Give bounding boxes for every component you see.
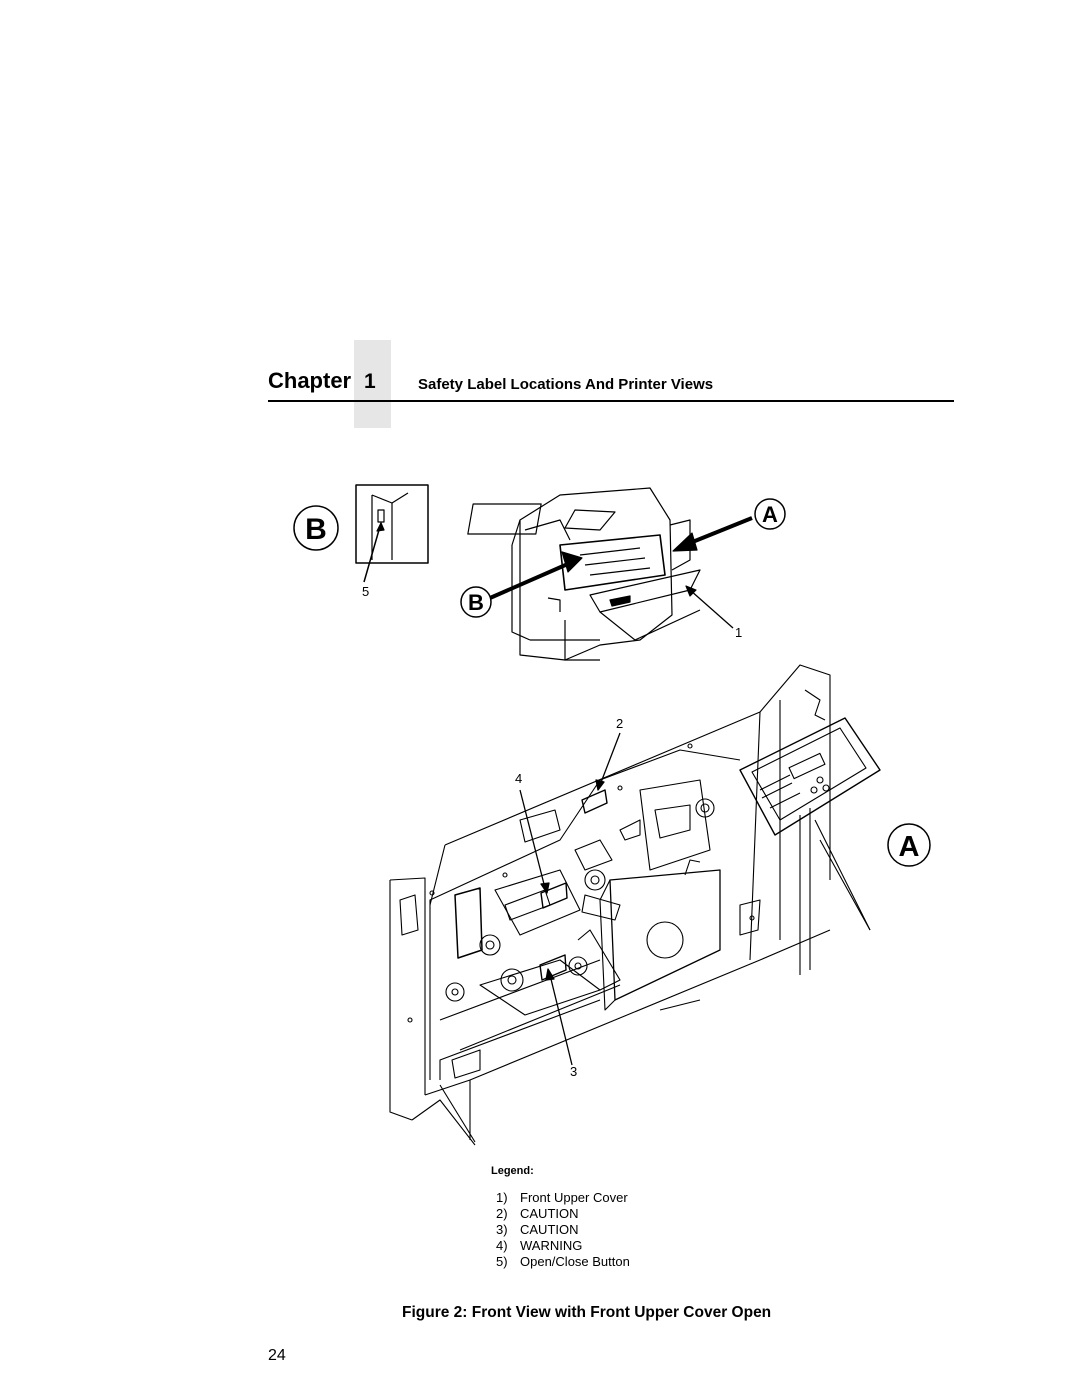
callout-4: 4 (515, 771, 522, 786)
legend-list: 1)Front Upper Cover 2)CAUTION 3)CAUTION … (496, 1190, 630, 1270)
callout-5: 5 (362, 584, 369, 599)
callout-3: 3 (570, 1064, 577, 1079)
view-marker-a-arrow: A (672, 498, 786, 552)
callout-1: 1 (735, 625, 742, 640)
printer-detail-view (389, 664, 881, 1146)
legend-item: 3)CAUTION (496, 1222, 579, 1237)
view-marker-a-large: A (887, 823, 931, 867)
svg-text:B: B (305, 513, 327, 546)
header-rule (268, 400, 954, 402)
callout-2: 2 (616, 716, 623, 731)
legend-item: 5)Open/Close Button (496, 1254, 630, 1269)
callout-numbers: 5 1 2 4 3 (362, 584, 742, 1079)
detail-b-inset (355, 484, 429, 583)
caution-label-3 (539, 954, 567, 981)
svg-text:A: A (899, 831, 920, 863)
legend-item: 1)Front Upper Cover (496, 1190, 628, 1205)
chapter-label: Chapter (268, 368, 352, 393)
view-marker-b-arrow: B (460, 551, 583, 618)
warning-label-4 (540, 882, 568, 909)
section-title: Safety Label Locations And Printer Views (418, 376, 714, 393)
callout-leaders (519, 732, 621, 1066)
page-number: 24 (268, 1347, 286, 1364)
safety-labels (539, 789, 608, 981)
chapter-number: 1 (364, 370, 376, 393)
svg-text:A: A (762, 502, 778, 527)
figure-caption: Figure 2: Front View with Front Upper Co… (402, 1304, 772, 1321)
svg-text:B: B (468, 590, 484, 615)
legend-item: 4)WARNING (496, 1238, 583, 1253)
view-marker-b-large: B (293, 505, 339, 551)
chapter-tab (354, 340, 391, 428)
caution-label-2 (581, 789, 608, 814)
legend-heading: Legend: (491, 1165, 534, 1177)
legend-item: 2)CAUTION (496, 1206, 579, 1221)
printer-overview (467, 487, 701, 661)
